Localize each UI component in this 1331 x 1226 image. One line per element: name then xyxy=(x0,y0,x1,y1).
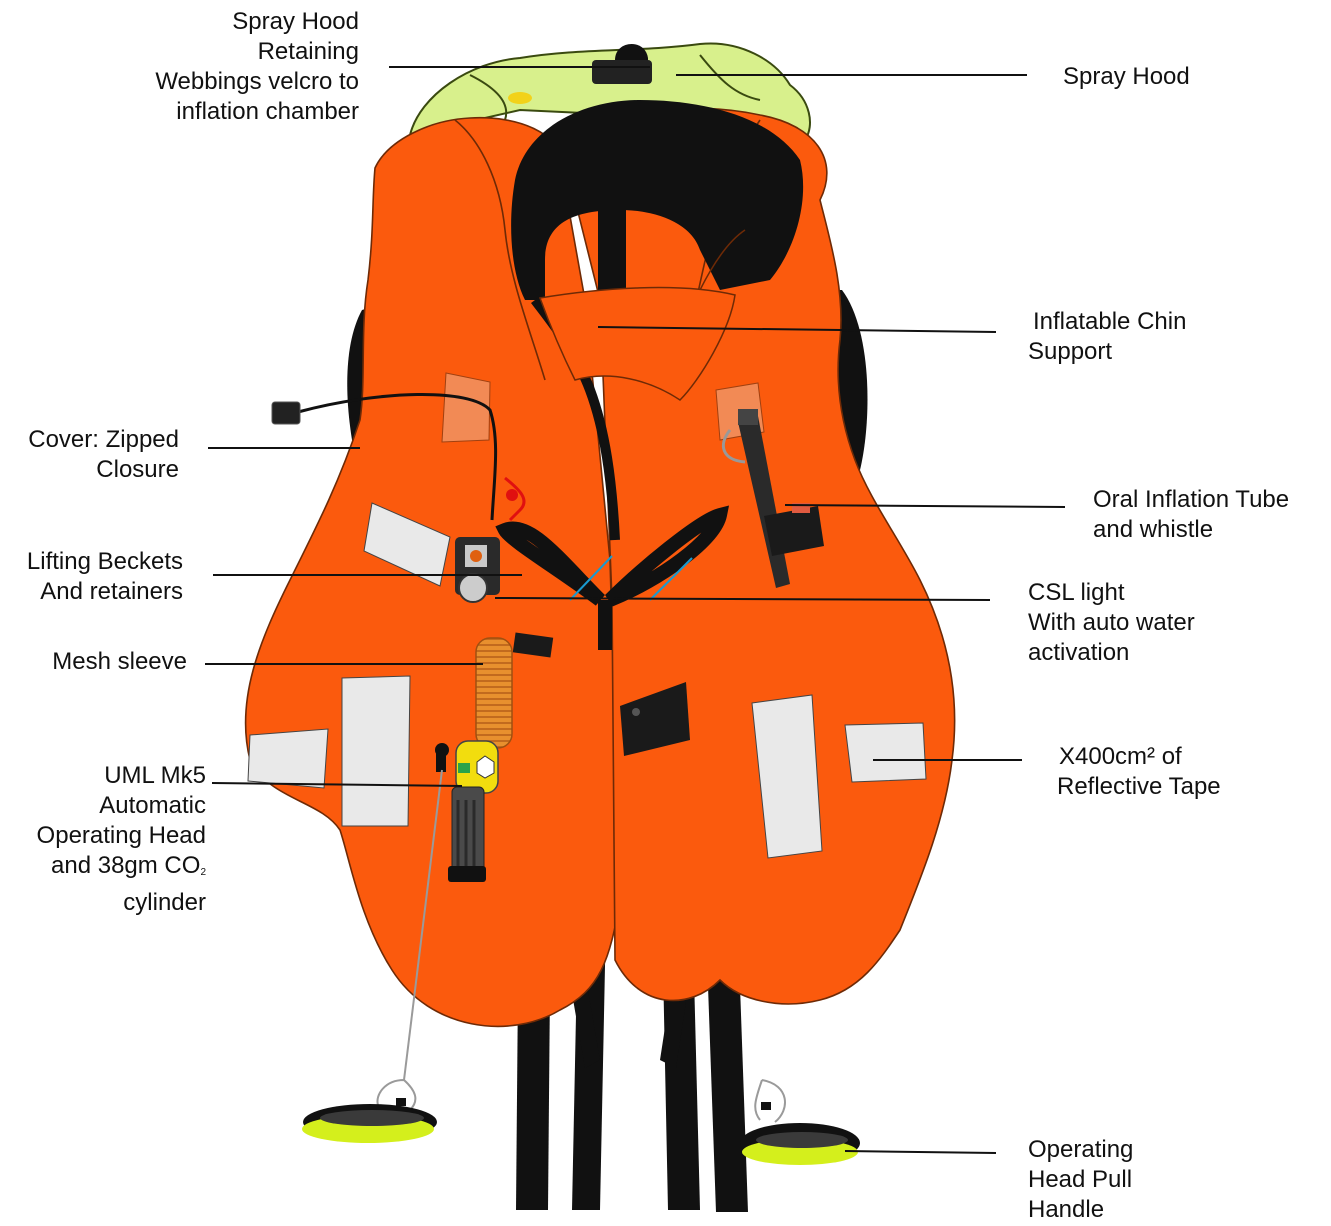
label-spray-hood-retaining: Spray Hood Retaining Webbings velcro to … xyxy=(60,7,359,127)
mesh-sleeve xyxy=(476,638,512,748)
label-reflective-tape: X400cm² of Reflective Tape xyxy=(1057,742,1221,802)
label-lifting-beckets: Lifting Beckets And retainers xyxy=(0,547,183,607)
label-csl-light: CSL light With auto water activation xyxy=(1028,578,1195,668)
leader-pull-handle xyxy=(845,1151,996,1153)
label-cover-zipped: Cover: Zipped Closure xyxy=(0,425,179,485)
label-uml-head: UML Mk5 Automatic Operating Head and 38g… xyxy=(0,761,206,918)
pull-handle-left xyxy=(302,1098,437,1143)
label-oral-tube: Oral Inflation Tube and whistle xyxy=(1093,485,1289,545)
label-pull-handle: Operating Head Pull Handle xyxy=(1028,1135,1133,1225)
label-mesh-sleeve: Mesh sleeve xyxy=(0,647,187,677)
label-spray-hood: Spray Hood xyxy=(1063,62,1190,92)
label-chin-support: Inflatable Chin Support xyxy=(1028,307,1186,367)
pull-handle-right xyxy=(740,1102,860,1165)
